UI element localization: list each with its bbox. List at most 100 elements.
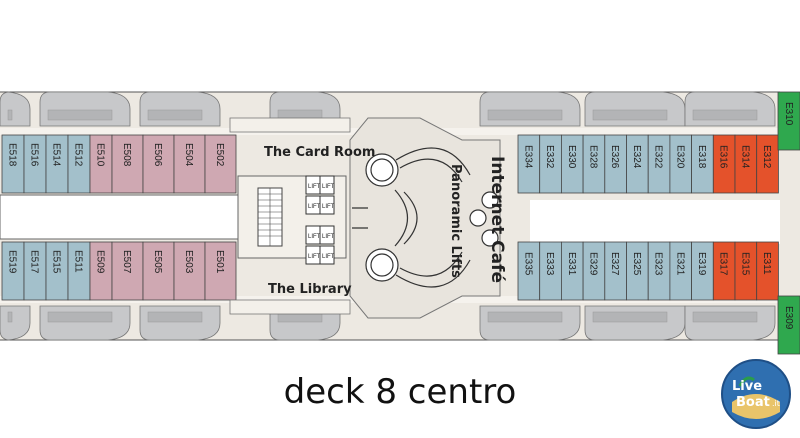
cabin-label: E511 <box>73 250 84 273</box>
cabin-label: E335 <box>522 252 533 276</box>
cabin-label: E311 <box>761 252 772 275</box>
lift-label: LIFT <box>322 254 335 260</box>
lifeboat <box>584 91 686 127</box>
lifeboat <box>0 91 31 127</box>
internet-cafe-label: Internet Café <box>487 156 507 283</box>
cabin-label: E512 <box>73 143 84 167</box>
panoramic-lifts-label: Panoramic Lifts <box>448 164 463 278</box>
logo-text-suffix: .it <box>772 399 780 408</box>
cabin-E329: E329 <box>582 241 606 301</box>
cabin-E507: E507 <box>111 241 144 301</box>
cabin-E310: E310 <box>777 91 800 151</box>
lifeboat <box>39 305 131 341</box>
cabin-label: E315 <box>739 252 750 276</box>
logo-text-boat: Boat <box>736 395 770 410</box>
cabin-label: E322 <box>653 145 664 169</box>
cabin-label: E312 <box>761 145 772 169</box>
cabin-label: E333 <box>544 252 555 276</box>
cabin-E335: E335 <box>517 241 541 301</box>
inner-white-band-right <box>530 200 780 244</box>
cabin-E512: E512 <box>67 134 91 194</box>
cabin-E319: E319 <box>691 241 714 301</box>
lifeboat <box>584 305 686 341</box>
cabin-E326: E326 <box>604 134 627 194</box>
cabin-E518: E518 <box>1 134 25 194</box>
lifeboat <box>479 91 581 127</box>
cabin-label: E330 <box>566 145 577 169</box>
cabin-label: E514 <box>51 143 62 167</box>
cabin-label: E314 <box>739 145 750 169</box>
cabin-label: E501 <box>214 250 225 274</box>
cabin-label: E331 <box>566 252 577 276</box>
inner-white-band <box>0 194 239 240</box>
cabin-E320: E320 <box>669 134 693 194</box>
cabin-E312: E312 <box>756 134 779 194</box>
cabin-E519: E519 <box>1 241 25 301</box>
cabin-E510: E510 <box>89 134 113 194</box>
cabin-E316: E316 <box>712 134 736 194</box>
cabin-label: E319 <box>696 252 707 276</box>
cabin-label: E325 <box>631 252 642 276</box>
cabin-E333: E333 <box>539 241 562 301</box>
cabin-label: E503 <box>183 250 194 274</box>
cabin-label: E310 <box>783 102 794 126</box>
cabin-E315: E315 <box>734 241 758 301</box>
cabin-label: E504 <box>183 143 194 167</box>
lift-label: LIFT <box>308 254 321 260</box>
cabin-label: E320 <box>674 145 685 169</box>
library-label: The Library <box>268 282 352 297</box>
cabin-label: E329 <box>587 252 598 276</box>
cabin-label: E510 <box>95 143 106 167</box>
cabin-label: E332 <box>544 145 555 169</box>
cabin-label: E505 <box>152 250 163 274</box>
lift-label: LIFT <box>322 234 335 240</box>
cabin-E311: E311 <box>756 241 779 301</box>
lifeboat <box>684 91 776 127</box>
cabin-label: E516 <box>29 143 40 167</box>
lift-label: LIFT <box>308 184 321 190</box>
panoramic-lift-structure <box>352 147 499 288</box>
cabin-E314: E314 <box>734 134 758 194</box>
cabin-E514: E514 <box>45 134 69 194</box>
cabin-label: E327 <box>609 252 620 276</box>
cabin-label: E309 <box>783 306 794 330</box>
cabin-E309: E309 <box>777 295 800 355</box>
cabin-E501: E501 <box>204 241 237 301</box>
cabin-label: E316 <box>718 145 729 169</box>
cabin-E515: E515 <box>45 241 69 301</box>
lifeboat <box>139 305 221 341</box>
cabin-E324: E324 <box>626 134 649 194</box>
cabin-E334: E334 <box>517 134 541 194</box>
cabin-E323: E323 <box>647 241 671 301</box>
deck-caption: deck 8 centro <box>283 372 517 412</box>
cabin-E327: E327 <box>604 241 627 301</box>
cabin-E502: E502 <box>204 134 237 194</box>
cabin-label: E318 <box>696 145 707 169</box>
cabin-label: E517 <box>29 250 40 274</box>
lifeboat <box>479 305 581 341</box>
cabin-label: E326 <box>609 145 620 169</box>
cabin-E511: E511 <box>67 241 91 301</box>
card-room-label: The Card Room <box>264 145 375 160</box>
cabin-label: E334 <box>522 145 533 169</box>
cabin-label: E502 <box>214 143 225 167</box>
cabin-E504: E504 <box>173 134 206 194</box>
cabin-E332: E332 <box>539 134 562 194</box>
cabin-label: E324 <box>631 145 642 169</box>
atrium <box>229 117 501 319</box>
cabin-label: E507 <box>121 250 132 274</box>
lift-label: LIFT <box>322 204 335 210</box>
cabin-label: E508 <box>121 143 132 167</box>
cabin-label: E328 <box>587 145 598 169</box>
cabin-E331: E331 <box>561 241 584 301</box>
cabin-E509: E509 <box>89 241 113 301</box>
cabin-E318: E318 <box>691 134 714 194</box>
lift-label: LIFT <box>308 204 321 210</box>
lift-label: LIFT <box>308 234 321 240</box>
lifeboat <box>684 305 776 341</box>
logo-text-live: Live <box>732 379 762 394</box>
lifeboat <box>39 91 131 127</box>
